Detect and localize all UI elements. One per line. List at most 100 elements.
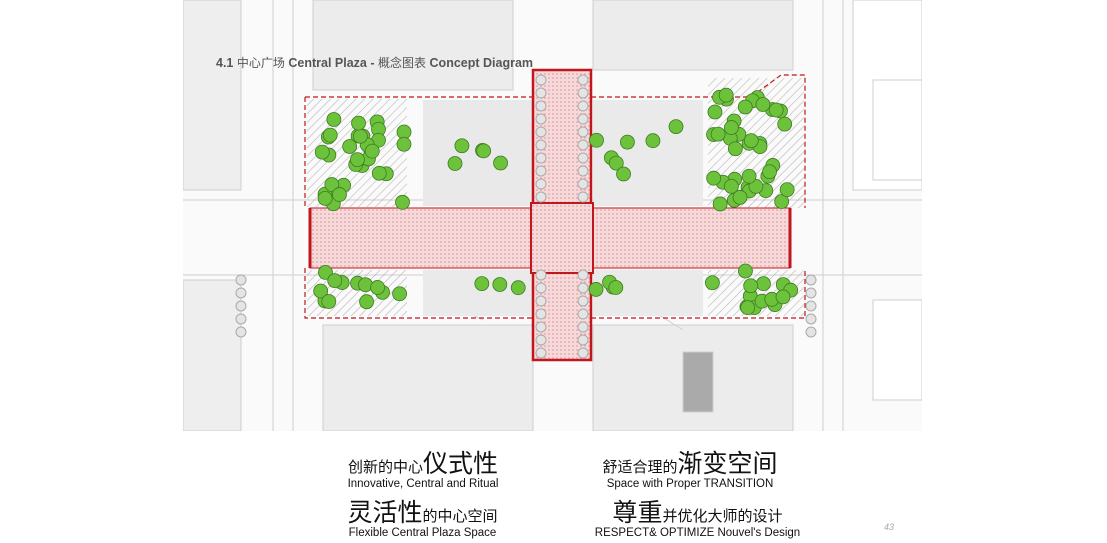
street-tree-icon xyxy=(577,100,589,112)
plaza-center xyxy=(530,202,594,274)
street-tree-icon xyxy=(535,282,547,294)
street-tree-icon xyxy=(235,287,247,299)
page-number: 43 xyxy=(884,522,895,532)
street-tree-icon xyxy=(535,152,547,164)
street-tree-icon xyxy=(535,295,547,307)
tree-icon xyxy=(779,182,795,198)
tree-icon xyxy=(370,280,385,295)
tree-icon xyxy=(392,286,407,302)
tree-icon xyxy=(723,178,739,194)
tree-icon xyxy=(321,294,337,309)
tree-icon xyxy=(645,133,661,149)
tree-icon xyxy=(342,139,358,154)
street-tree-icon xyxy=(235,300,247,312)
street-tree-icon xyxy=(577,126,589,138)
tree-icon xyxy=(762,164,777,180)
tree-icon xyxy=(738,263,753,279)
tree-icon xyxy=(313,283,329,299)
street-tree-icon xyxy=(577,347,589,359)
street-tree-icon xyxy=(805,287,817,299)
street-tree-icon xyxy=(535,74,547,86)
tree-icon xyxy=(718,87,734,103)
tree-icon xyxy=(743,133,759,149)
tree-icon xyxy=(510,280,526,296)
tree-icon xyxy=(396,136,412,152)
tree-icon xyxy=(620,134,635,150)
street-tree-icon xyxy=(535,334,547,346)
street-tree-icon xyxy=(805,326,817,338)
street-tree-icon xyxy=(535,100,547,112)
tree-icon xyxy=(775,289,791,305)
street-tree-icon xyxy=(235,313,247,325)
tree-icon xyxy=(395,194,410,210)
tree-icon xyxy=(704,275,720,291)
street-tree-icon xyxy=(577,178,589,190)
tree-icon xyxy=(352,128,368,144)
tree-icon xyxy=(707,104,723,120)
tree-icon xyxy=(732,189,748,205)
street-tree-icon xyxy=(535,139,547,151)
street-tree-icon xyxy=(577,113,589,125)
tree-icon xyxy=(454,138,470,154)
tree-icon xyxy=(447,156,463,171)
caption-respect: 尊重并优化大师的设计 RESPECT& OPTIMIZE Nouvel's De… xyxy=(594,498,801,539)
tree-icon xyxy=(756,276,771,292)
street-tree-icon xyxy=(577,191,589,203)
tree-icon xyxy=(608,280,624,295)
tree-icon xyxy=(710,126,726,142)
tree-icon xyxy=(364,143,380,159)
tree-icon xyxy=(326,112,342,127)
street-tree-icon xyxy=(577,295,589,307)
tree-icon xyxy=(743,278,759,294)
tree-icon xyxy=(588,282,604,297)
page-title: 4.1 中心广场 Central Plaza - 概念图表 Concept Di… xyxy=(216,56,534,70)
street-tree-icon xyxy=(535,87,547,99)
tree-icon xyxy=(741,168,757,184)
street-tree-icon xyxy=(535,191,547,203)
tree-icon xyxy=(616,166,631,182)
tree-icon xyxy=(317,190,333,206)
tree-icon xyxy=(322,127,338,143)
tree-icon xyxy=(358,277,373,293)
street-tree-icon xyxy=(235,326,247,338)
street-tree-icon xyxy=(577,87,589,99)
tree-icon xyxy=(359,294,374,310)
street-tree-icon xyxy=(577,269,589,281)
street-tree-icon xyxy=(577,165,589,177)
street-tree-icon xyxy=(577,152,589,164)
tree-icon xyxy=(755,97,771,112)
tree-icon xyxy=(768,102,784,118)
street-tree-icon xyxy=(535,308,547,320)
street-tree-icon xyxy=(577,282,589,294)
tree-icon xyxy=(706,170,722,186)
tree-icon xyxy=(371,165,387,181)
tree-icon xyxy=(476,143,492,159)
tree-icon xyxy=(327,273,343,289)
tree-icon xyxy=(314,144,330,160)
street-tree-icon xyxy=(535,269,547,281)
street-tree-icon xyxy=(577,321,589,333)
street-tree-icon xyxy=(577,139,589,151)
tree-icon xyxy=(740,300,756,316)
tree-icon xyxy=(748,178,764,194)
tree-icon xyxy=(474,276,490,292)
tree-icon xyxy=(737,99,753,115)
street-tree-icon xyxy=(805,274,817,286)
central-plaza-concept-plan xyxy=(183,0,922,431)
street-tree-icon xyxy=(535,347,547,359)
tree-icon xyxy=(668,119,684,134)
tree-icon xyxy=(777,116,793,132)
tree-icon xyxy=(608,155,624,171)
caption-flexible: 灵活性的中心空间 Flexible Central Plaza Space xyxy=(347,498,498,539)
tree-icon xyxy=(493,155,508,171)
caption-transition: 舒适合理的渐变空间 Space with Proper TRANSITION xyxy=(602,449,778,490)
street-tree-icon xyxy=(535,321,547,333)
street-tree-icon xyxy=(577,334,589,346)
street-tree-icon xyxy=(577,308,589,320)
tree-icon xyxy=(492,277,508,292)
tree-icon xyxy=(589,132,604,148)
caption-innovative: 创新的中心仪式性 Innovative, Central and Ritual xyxy=(347,449,499,490)
street-tree-icon xyxy=(535,126,547,138)
tree-icon xyxy=(351,115,366,131)
tree-icon xyxy=(318,264,333,280)
